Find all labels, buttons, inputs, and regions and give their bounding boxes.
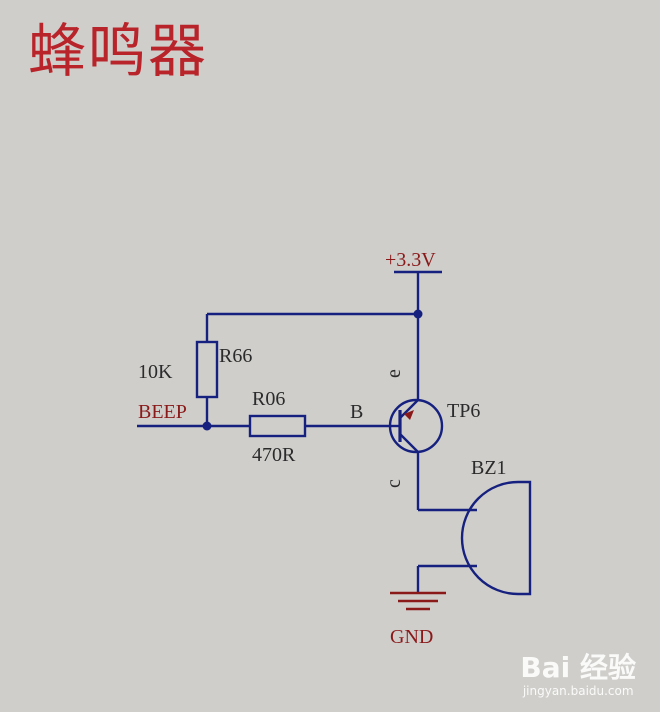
junction-dot: [202, 421, 212, 431]
wires: [137, 270, 477, 592]
collector-pin-label: c: [383, 479, 405, 488]
gnd-label: GND: [390, 626, 433, 648]
watermark-url: jingyan.baidu.com: [522, 684, 634, 698]
transistor-tp6: [388, 398, 444, 454]
beep-label: BEEP: [138, 401, 187, 423]
resistor-r06: [248, 414, 307, 438]
junctions: [202, 309, 423, 431]
buzzer-label: BZ1: [471, 457, 507, 479]
watermark: Bai 经验 jingyan.baidu.com: [520, 646, 636, 698]
ground-symbol: [390, 591, 446, 611]
buzzer-bz1: [460, 480, 532, 596]
transistor-label: TP6: [447, 400, 480, 422]
r06-value-label: 470R: [252, 444, 296, 466]
r66-value-label: 10K: [138, 361, 173, 383]
emitter-pin-label: e: [383, 369, 405, 378]
emitter-arrow: [404, 410, 414, 420]
base-label: B: [350, 401, 363, 423]
page-title: 蜂鸣器: [28, 17, 209, 85]
vcc-label: +3.3V: [385, 249, 436, 271]
resistor-r66: [195, 340, 219, 399]
r66-name-label: R66: [219, 345, 252, 367]
watermark-logo: Bai 经验: [520, 651, 636, 684]
r06-name-label: R06: [252, 388, 285, 410]
junction-dot: [413, 309, 423, 319]
